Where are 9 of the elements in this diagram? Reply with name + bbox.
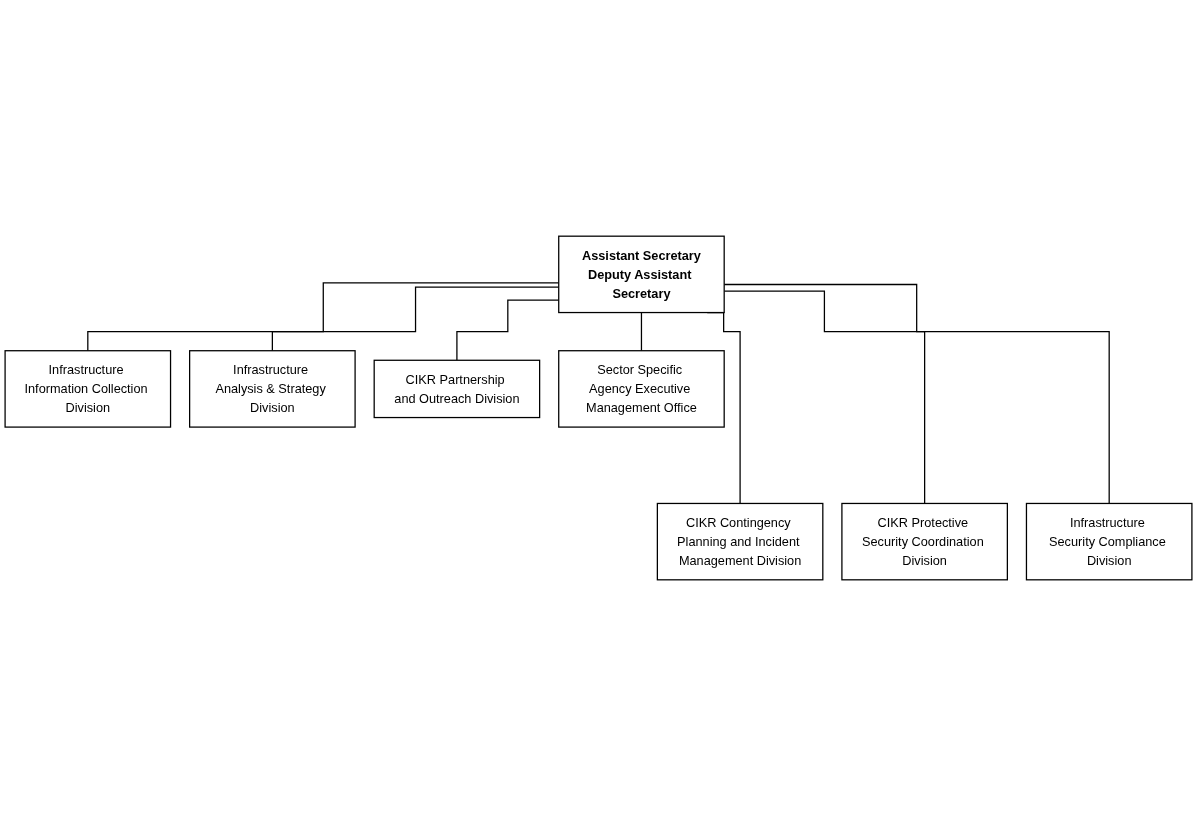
- node-box: CIKR Partnership and Outreach Division: [373, 359, 541, 419]
- node-box: Assistant Secretary Deputy Assistant Secretary: [558, 235, 725, 314]
- node-box: Infrastructure Analysis & Strategy Division: [189, 350, 356, 428]
- connector: [640, 311, 643, 352]
- node-box: Infrastructure Security Compliance Division: [1025, 502, 1193, 581]
- node-box: Sector Specific Agency Executive Management Office: [558, 350, 725, 428]
- node-box: CIKR Protective Security Coordination Division: [841, 502, 1008, 581]
- node-box: Infrastructure Information Collection Division: [4, 350, 172, 428]
- node-box: CIKR Contingency Planning and Incident Management Division: [656, 502, 824, 581]
